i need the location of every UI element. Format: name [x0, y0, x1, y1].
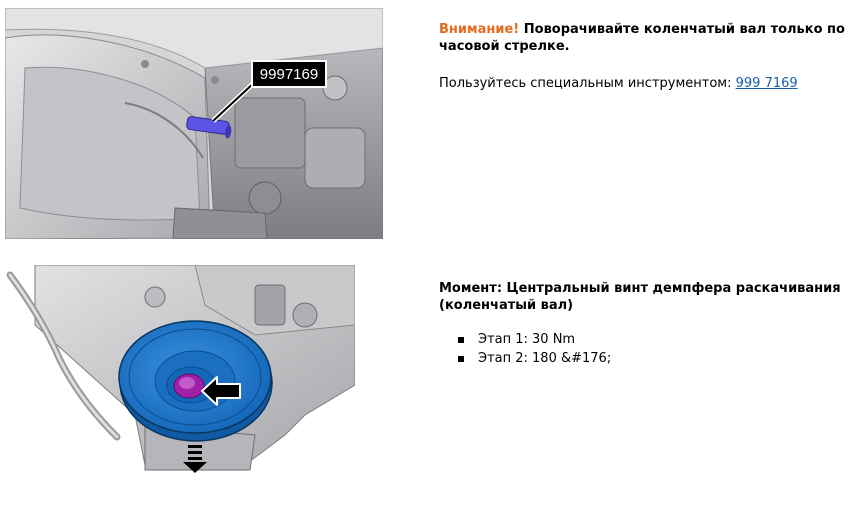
warning-label: Внимание! — [439, 22, 520, 37]
tool-prefix: Пользуйтесь специальным инструментом: — [439, 76, 736, 91]
special-tool-icon — [186, 116, 232, 139]
warning-block: Внимание! Поворачивайте коленчатый вал т… — [439, 21, 854, 92]
tool-line: Пользуйтесь специальным инструментом: 99… — [439, 75, 854, 92]
torque-block: Момент: Центральный винт демпфера раскач… — [439, 280, 854, 369]
engine-tool-illustration: 9997169 — [5, 8, 383, 239]
bullet-icon — [458, 337, 464, 343]
warning-message: Внимание! Поворачивайте коленчатый вал т… — [439, 21, 854, 55]
pointer-arrow-icon — [201, 376, 241, 406]
list-item: Этап 2: 180 &#176; — [456, 350, 854, 368]
torque-stages-list: Этап 1: 30 Nm Этап 2: 180 &#176; — [439, 331, 854, 368]
bullet-icon — [458, 356, 464, 362]
warning-text: Поворачивайте коленчатый вал только по ч… — [439, 22, 845, 54]
stage-text: Этап 1: 30 Nm — [478, 332, 576, 347]
center-bolt-icon — [173, 373, 205, 399]
torque-title: Момент: Центральный винт демпфера раскач… — [439, 281, 841, 313]
rotation-direction-icon — [183, 445, 207, 473]
tool-callout-label: 9997169 — [260, 66, 318, 83]
stage-text: Этап 2: 180 &#176; — [478, 351, 612, 366]
damper-bolt-illustration — [5, 265, 355, 475]
list-item: Этап 1: 30 Nm — [456, 331, 854, 349]
tool-link[interactable]: 999 7169 — [735, 76, 798, 91]
